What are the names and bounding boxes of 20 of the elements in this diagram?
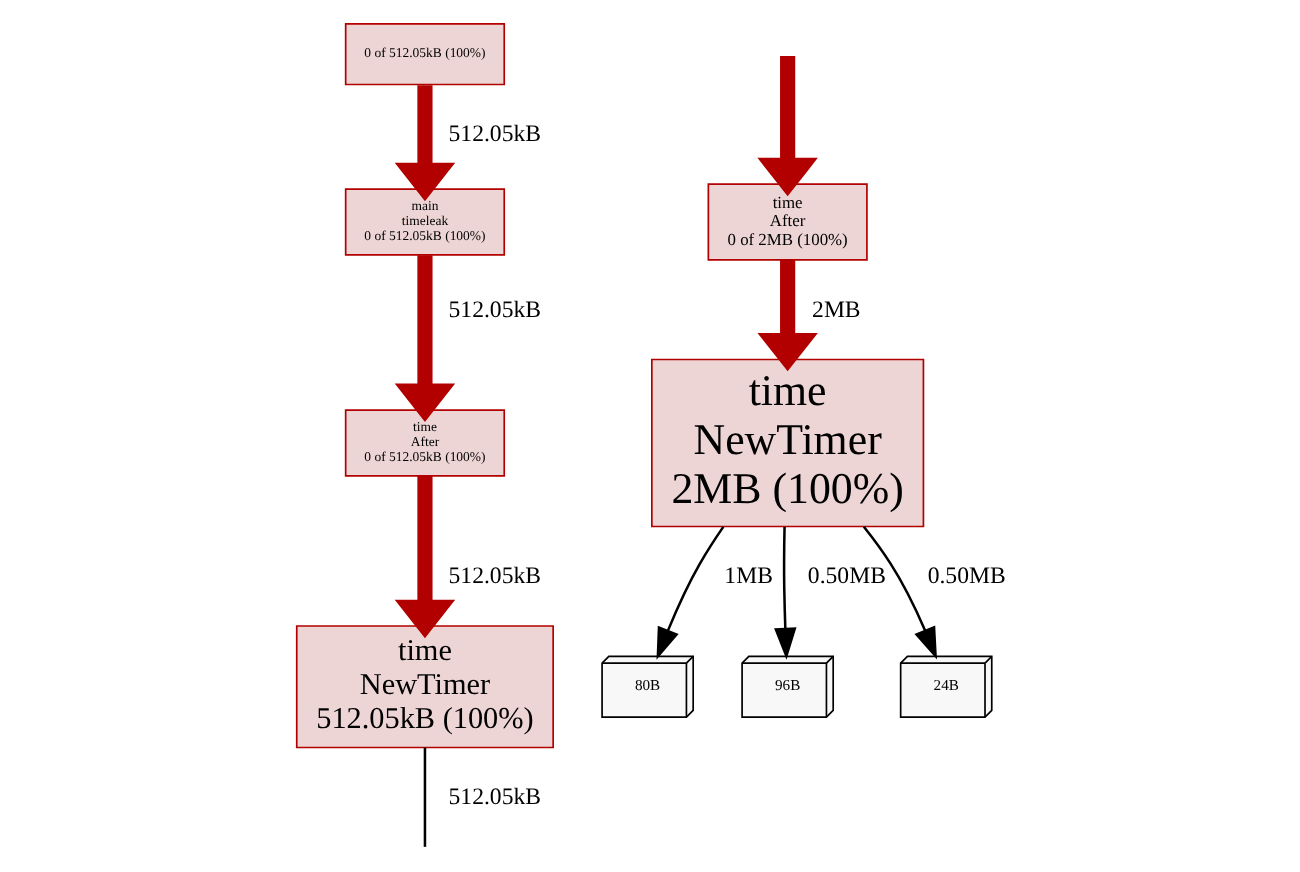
arrow	[393, 85, 455, 202]
arrow	[756, 55, 817, 197]
node-box: time NewTimer 2MB (100%)	[650, 358, 924, 528]
edge-label: 512.05kB	[447, 561, 541, 590]
arrow	[393, 255, 455, 422]
edge-label: 512.05kB	[447, 119, 541, 148]
edge-label: 2MB	[811, 294, 860, 323]
arrow	[393, 476, 455, 639]
edge-label: 0.50MB	[806, 561, 885, 590]
edge-label: 512.05kB	[447, 782, 541, 811]
edge-label: 0.50MB	[926, 561, 1005, 590]
edge-label: 1MB	[723, 561, 772, 590]
arrow	[756, 260, 817, 372]
connector	[422, 747, 426, 847]
arrow	[861, 526, 936, 660]
node-box: time NewTimer 512.05kB (100%)	[294, 625, 553, 749]
arrow	[773, 527, 796, 660]
arrow	[655, 526, 724, 660]
node-box: time After 0 of 2MB (100%)	[706, 183, 867, 261]
edge-label: 512.05kB	[447, 294, 541, 323]
